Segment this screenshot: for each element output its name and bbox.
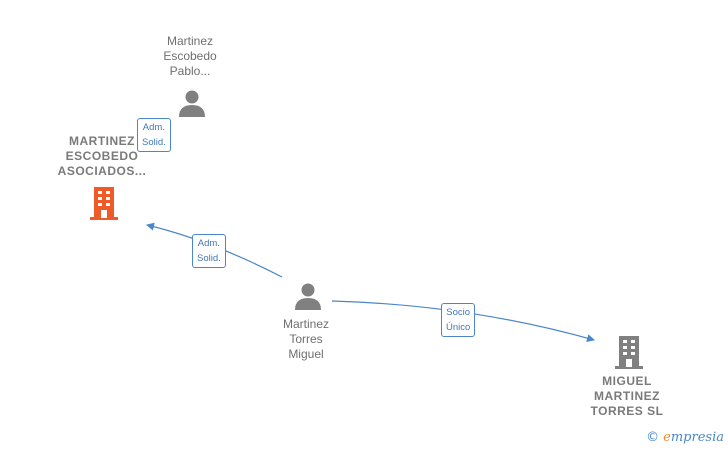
company-main-label[interactable]: MARTINEZ ESCOBEDO ASOCIADOS... [57,134,147,178]
edge-label-adm-solid-top: Adm. Solid. [137,118,171,152]
building-icon[interactable] [613,335,645,369]
person-center-icon[interactable] [293,281,323,311]
brand-watermark: ©empresia [646,430,724,445]
edge-label-socio-unico: Socio Único [441,303,476,337]
brand-initial: e [663,430,671,445]
edge-label-adm-solid: Adm. Solid. [192,234,226,268]
person-top-label[interactable]: Martinez Escobedo Pablo... [163,34,217,78]
person-top-icon[interactable] [177,88,207,118]
person-center-label[interactable]: Martinez Torres Miguel [282,317,329,361]
brand-name: mpresia [670,430,724,445]
copyright-icon: © [646,430,660,445]
building-icon[interactable] [88,186,120,220]
company-right-label[interactable]: MIGUEL MARTINEZ TORRES SL [590,374,664,418]
